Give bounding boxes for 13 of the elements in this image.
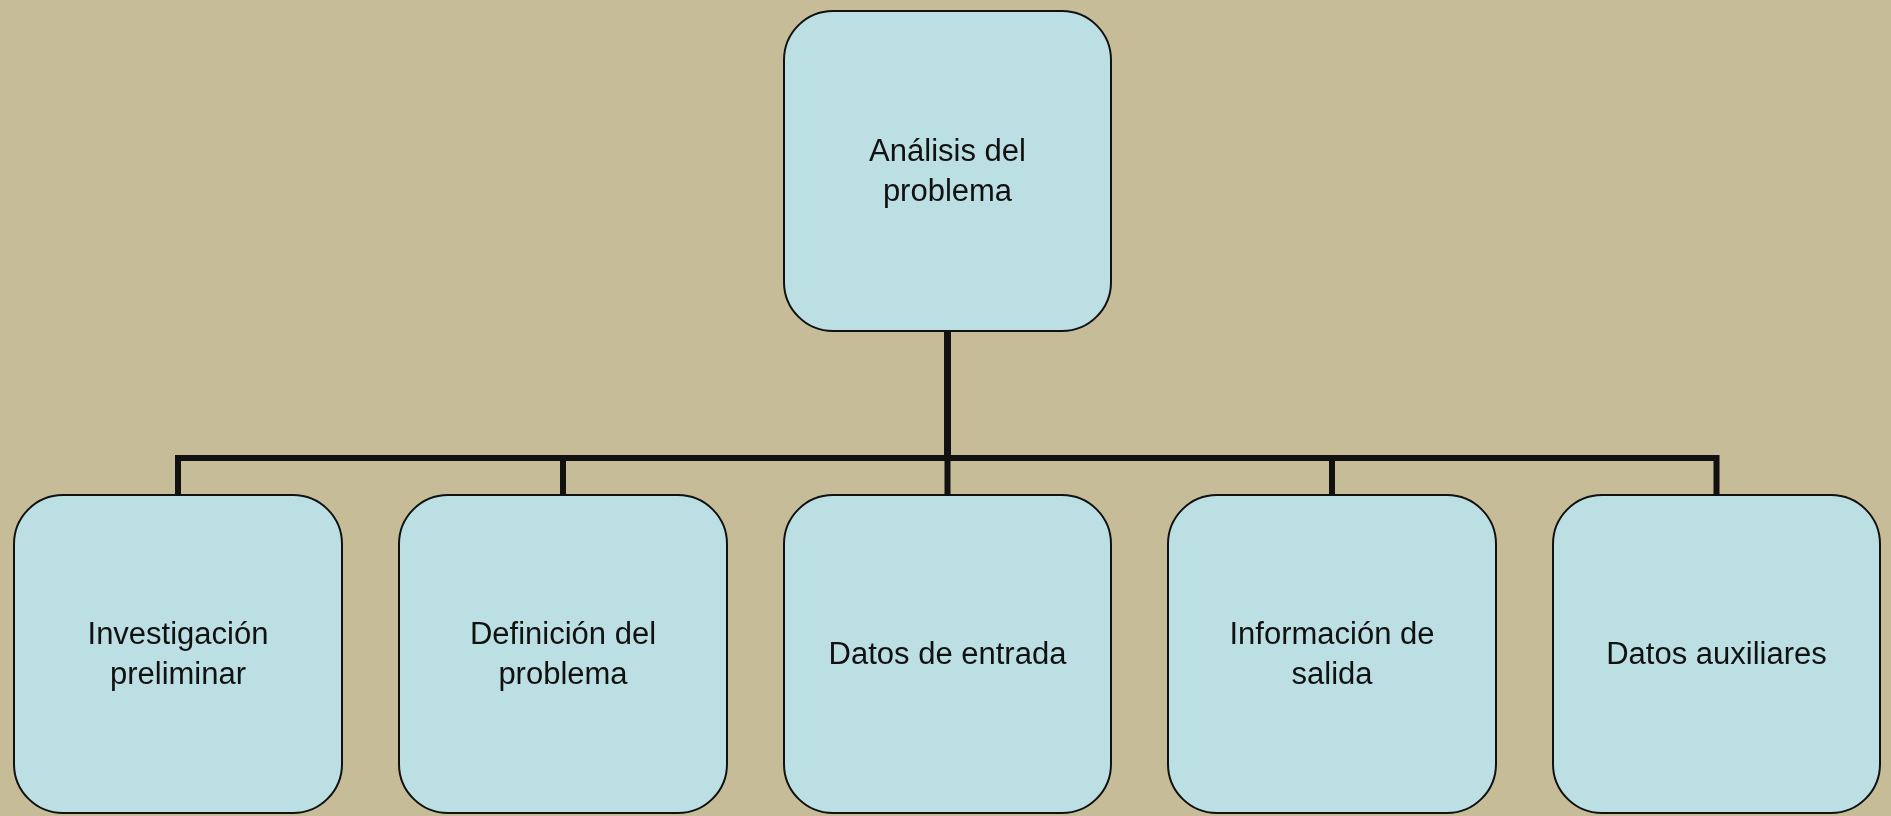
- node-label: Análisis del problema: [868, 131, 1027, 210]
- node-label: Investigación preliminar: [86, 614, 270, 693]
- process-box: [783, 494, 1112, 814]
- node-label: Datos auxiliares: [1606, 634, 1827, 673]
- process-box: [783, 10, 1112, 332]
- node-label: Datos de entrada: [828, 634, 1067, 673]
- process-box: [13, 494, 343, 814]
- process-box: [398, 494, 728, 814]
- node-label: Información de salida: [1228, 614, 1436, 693]
- node-label: Definición del problema: [468, 614, 658, 693]
- process-box: [1552, 494, 1881, 814]
- connector-line: [944, 329, 1720, 497]
- process-box: [1167, 494, 1497, 814]
